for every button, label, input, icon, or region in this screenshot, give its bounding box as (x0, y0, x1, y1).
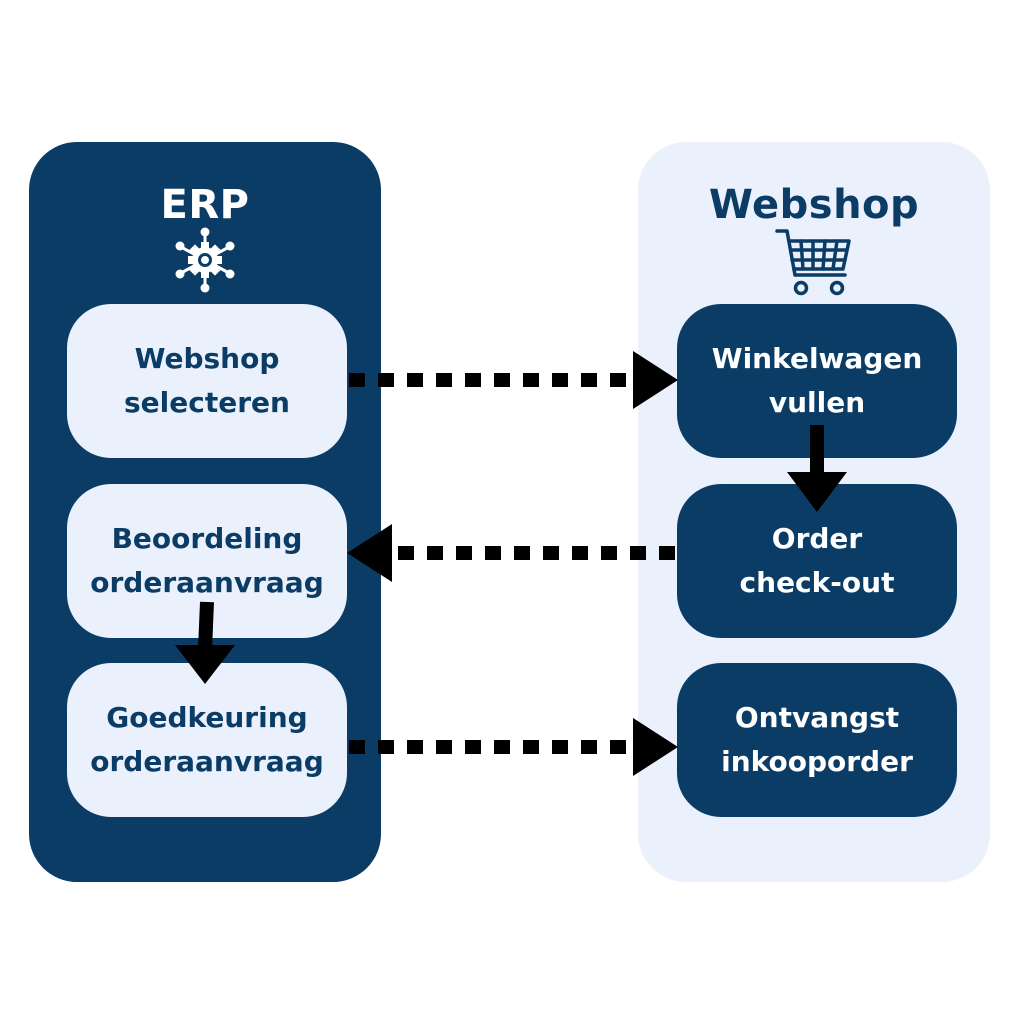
step-label-line2: selecteren (124, 386, 290, 419)
step-label-line2: check-out (739, 566, 895, 599)
step-beoordeling-orderaanvraag: Beoordeling orderaanvraag (67, 484, 347, 638)
step-label-line2: vullen (768, 386, 866, 419)
step-label-line2: orderaanvraag (90, 745, 324, 778)
step-label-line2: orderaanvraag (90, 566, 324, 599)
shopping-cart-icon (775, 227, 853, 303)
step-label-line1: Webshop (134, 342, 280, 375)
step-label-line1: Ontvangst (734, 701, 900, 734)
webshop-lane-title: Webshop (708, 182, 920, 228)
step-label-line1: Beoordeling (111, 522, 303, 555)
step-label-line1: Order (771, 522, 863, 555)
step-webshop-selecteren: Webshop selecteren (67, 304, 347, 458)
step-ontvangst-inkooporder: Ontvangst inkooporder (677, 663, 957, 817)
step-label-line2: inkooporder (721, 745, 913, 778)
step-order-check-out: Order check-out (677, 484, 957, 638)
step-label-line1: Winkelwagen (711, 342, 923, 375)
step-label-line1: Goedkeuring (106, 701, 308, 734)
step-winkelwagen-vullen: Winkelwagen vullen (677, 304, 957, 458)
gear-network-icon (174, 227, 236, 297)
step-goedkeuring-orderaanvraag: Goedkeuring orderaanvraag (67, 663, 347, 817)
erp-lane-title: ERP (160, 182, 250, 228)
